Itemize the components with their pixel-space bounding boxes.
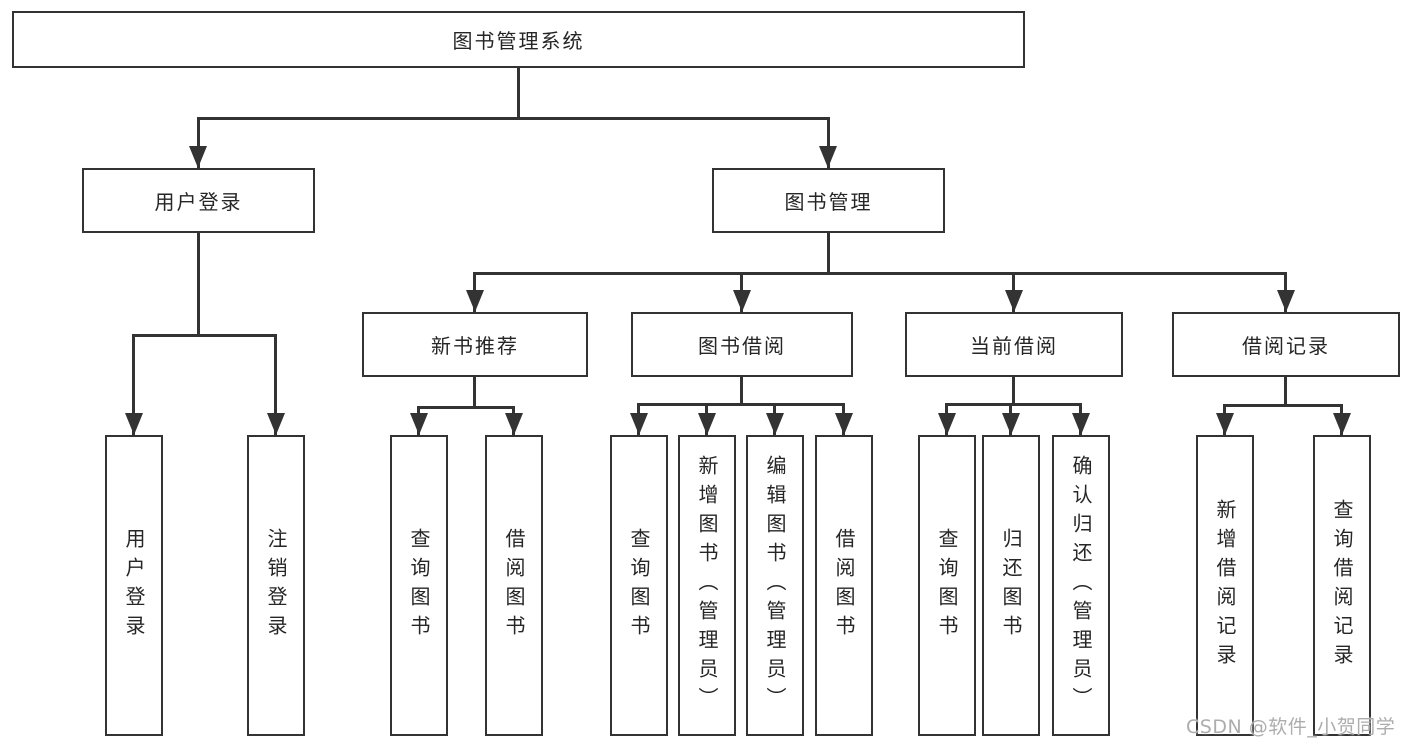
leaf-add-books-admin: 新增图书（管理员）: [678, 435, 736, 736]
connector-line: [740, 377, 743, 406]
csdn-watermark: CSDN @软件_小贺同学: [1186, 716, 1396, 738]
arrow-down-icon: [189, 146, 207, 168]
leaf-add-borrow-record: 新增借阅记录: [1196, 435, 1254, 736]
connector-line: [473, 272, 1287, 275]
arrow-down-icon: [125, 413, 143, 435]
connector-line: [1223, 404, 1343, 407]
node-borrowing-records: 借阅记录: [1172, 312, 1400, 377]
leaf-borrow-books-recommend: 借阅图书: [485, 435, 543, 736]
connector-line: [197, 117, 830, 120]
arrow-down-icon: [630, 413, 648, 435]
connector-line: [637, 403, 845, 406]
node-book-borrowing: 图书借阅: [631, 312, 853, 377]
node-user-login: 用户登录: [82, 168, 315, 233]
arrow-down-icon: [410, 413, 428, 435]
node-new-book-recommend: 新书推荐: [362, 312, 588, 377]
arrow-down-icon: [466, 290, 484, 312]
connector-line: [827, 117, 830, 168]
leaf-edit-books-admin: 编辑图书（管理员）: [746, 435, 804, 736]
leaf-return-books: 归还图书: [982, 435, 1040, 736]
leaf-label: 查询图书: [627, 527, 651, 644]
arrow-down-icon: [1216, 413, 1234, 435]
arrow-down-icon: [1002, 413, 1020, 435]
node-label: 借阅记录: [1242, 334, 1330, 358]
node-label: 图书借阅: [698, 334, 786, 358]
connector-line: [945, 403, 1082, 406]
leaf-query-books-recommend: 查询图书: [390, 435, 448, 736]
node-label: 用户登录: [154, 190, 243, 214]
connector-line: [274, 334, 277, 435]
connector-line: [473, 377, 476, 409]
connector-line: [132, 334, 135, 435]
leaf-label: 查询借阅记录: [1330, 498, 1354, 673]
leaf-confirm-return-admin: 确认归还（管理员）: [1052, 435, 1110, 736]
node-current-borrowing: 当前借阅: [905, 312, 1123, 377]
node-label: 图书管理: [784, 190, 873, 214]
leaf-borrow-books-borrowing: 借阅图书: [815, 435, 873, 736]
arrow-down-icon: [819, 146, 837, 168]
arrow-down-icon: [698, 413, 716, 435]
connector-line: [417, 406, 515, 409]
leaf-label: 编辑图书（管理员）: [763, 455, 787, 716]
leaf-label: 借阅图书: [502, 527, 526, 644]
arrow-down-icon: [267, 413, 285, 435]
leaf-label: 借阅图书: [832, 527, 856, 644]
leaf-logout: 注销登录: [247, 435, 305, 736]
connector-line: [827, 233, 830, 275]
leaf-label: 确认归还（管理员）: [1069, 455, 1093, 716]
arrow-down-icon: [1333, 413, 1351, 435]
leaf-label: 新增借阅记录: [1213, 498, 1237, 673]
arrow-down-icon: [938, 413, 956, 435]
leaf-query-borrow-record: 查询借阅记录: [1313, 435, 1371, 736]
connector-line: [517, 68, 520, 120]
leaf-label: 用户登录: [122, 527, 146, 644]
arrow-down-icon: [1072, 413, 1090, 435]
connector-line: [197, 117, 200, 168]
leaf-user-login: 用户登录: [105, 435, 163, 736]
node-root-library-system: 图书管理系统: [12, 11, 1025, 68]
arrow-down-icon: [733, 290, 751, 312]
leaf-label: 查询图书: [407, 527, 431, 644]
node-label: 当前借阅: [970, 334, 1058, 358]
node-label: 新书推荐: [431, 334, 519, 358]
arrow-down-icon: [505, 413, 523, 435]
leaf-label: 查询图书: [935, 527, 959, 644]
connector-line: [132, 334, 277, 337]
node-label: 图书管理系统: [452, 29, 585, 53]
connector-line: [1284, 377, 1287, 407]
arrow-down-icon: [766, 413, 784, 435]
arrow-down-icon: [1277, 290, 1295, 312]
leaf-label: 归还图书: [999, 527, 1023, 644]
connector-line: [1012, 377, 1015, 406]
leaf-query-books-borrowing: 查询图书: [610, 435, 668, 736]
arrow-down-icon: [835, 413, 853, 435]
arrow-down-icon: [1005, 290, 1023, 312]
leaf-label: 注销登录: [264, 527, 288, 644]
connector-line: [197, 233, 200, 336]
leaf-label: 新增图书（管理员）: [695, 455, 719, 716]
leaf-query-books-current: 查询图书: [918, 435, 976, 736]
node-book-management: 图书管理: [712, 168, 945, 233]
